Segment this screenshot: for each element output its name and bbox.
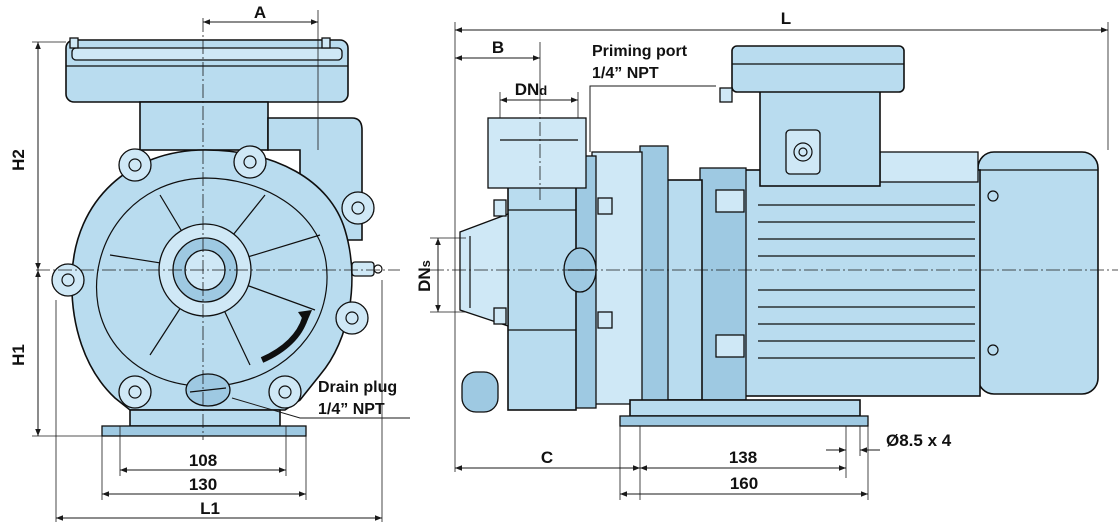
drain-plug-thread: 1/4” NPT bbox=[318, 401, 385, 418]
front-bolt-lobes bbox=[51, 145, 375, 409]
drain-plug-label: Drain plug bbox=[318, 379, 397, 396]
hole-spec-label: Ø8.5 x 4 bbox=[886, 431, 952, 450]
priming-port-thread: 1/4” NPT bbox=[592, 65, 659, 82]
dim-label-l1: L1 bbox=[200, 499, 220, 518]
dim-value-138: 138 bbox=[729, 448, 757, 467]
dim-label-dnd: DNd bbox=[515, 80, 548, 99]
front-dimensions: A H2 H1 108 130 L1 Drain plug 1/4” NPT bbox=[9, 3, 410, 522]
side-foot bbox=[629, 399, 861, 417]
side-volute bbox=[507, 179, 577, 411]
side-view bbox=[430, 45, 1118, 427]
dim-label-b: B bbox=[492, 38, 504, 57]
dim-label-c: C bbox=[541, 448, 553, 467]
priming-port-label: Priming port bbox=[592, 43, 688, 60]
dim-label-l: L bbox=[781, 9, 791, 28]
side-dimensions: L B DNd Priming port 1/4” NPT DNs C 138 … bbox=[415, 9, 1109, 500]
side-terminal-cover bbox=[731, 45, 905, 93]
dim-value-160: 160 bbox=[730, 474, 758, 493]
side-fan-cover bbox=[977, 151, 1099, 395]
side-motor-body bbox=[739, 169, 981, 397]
dim-label-dns: DNs bbox=[415, 260, 434, 292]
dim-value-108: 108 bbox=[189, 451, 217, 470]
dim-label-h1: H1 bbox=[9, 344, 28, 366]
dim-value-130: 130 bbox=[189, 475, 217, 494]
rotation-arrow bbox=[260, 317, 308, 363]
front-view bbox=[36, 18, 400, 440]
front-base-plate bbox=[129, 409, 281, 427]
dim-label-h2: H2 bbox=[9, 149, 28, 171]
dim-label-a: A bbox=[254, 3, 266, 22]
